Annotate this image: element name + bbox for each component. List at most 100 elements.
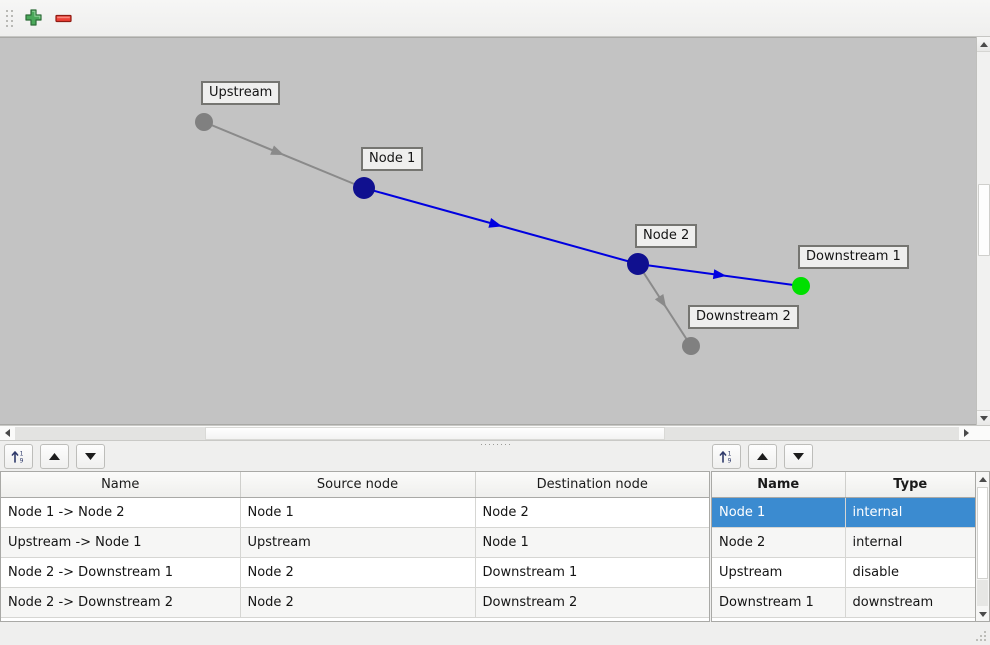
node-table-scroll-track[interactable]	[977, 580, 988, 606]
node-cell-type[interactable]: internal	[845, 497, 975, 528]
edge-move-down-button[interactable]	[76, 443, 105, 469]
vertical-scroll-thumb[interactable]	[978, 184, 990, 256]
move-down-icon	[85, 452, 96, 460]
node-cell-name[interactable]: Node 1	[712, 497, 846, 528]
sort-ascending-icon: 1 9	[719, 450, 732, 464]
graph-node-downstream1[interactable]	[792, 277, 810, 295]
edge-cell-source[interactable]: Node 2	[240, 557, 476, 588]
graph-node-label-node2[interactable]: Node 2	[635, 224, 698, 248]
edge-table-column-header-2[interactable]: Destination node	[475, 472, 709, 498]
chevron-right-icon	[964, 429, 969, 437]
scroll-right-button[interactable]	[959, 426, 974, 440]
node-table-scrollbar[interactable]	[976, 471, 990, 622]
node-cell-type[interactable]: disable	[845, 557, 975, 588]
panel-splitter[interactable]	[0, 441, 990, 447]
node-table-scroll-up-button[interactable]	[976, 472, 989, 486]
node-table-column-header-0[interactable]: Name	[712, 472, 846, 498]
canvas-vertical-scrollbar[interactable]	[976, 37, 990, 425]
main-toolbar	[0, 0, 990, 37]
graph-node-label-downstream1[interactable]: Downstream 1	[798, 245, 909, 269]
move-up-icon	[757, 452, 768, 460]
scroll-down-button[interactable]	[977, 410, 990, 425]
minus-icon	[54, 14, 72, 22]
edge-cell-destination[interactable]: Downstream 1	[475, 557, 709, 588]
graph-node-label-downstream2[interactable]: Downstream 2	[688, 305, 799, 329]
graph-node-downstream2[interactable]	[682, 337, 700, 355]
node-cell-type[interactable]: internal	[845, 527, 975, 558]
node-move-up-button[interactable]	[748, 443, 777, 469]
scroll-left-button[interactable]	[0, 426, 15, 440]
chevron-left-icon	[5, 429, 10, 437]
svg-text:9: 9	[728, 457, 732, 464]
move-down-icon	[793, 452, 804, 460]
edge-cell-name[interactable]: Node 2 -> Downstream 1	[1, 557, 241, 588]
remove-node-button[interactable]	[48, 3, 78, 33]
edge-sort-button[interactable]: 1 9	[4, 443, 33, 469]
graph-node-label-node1[interactable]: Node 1	[361, 147, 424, 171]
h-scroll-trough-right[interactable]	[665, 427, 959, 440]
svg-text:1: 1	[20, 450, 24, 457]
chevron-down-icon	[978, 611, 987, 617]
plus-icon	[24, 8, 42, 26]
graph-edge-arrow-node1-node2	[488, 218, 503, 228]
node-sort-button[interactable]: 1 9	[712, 443, 741, 469]
edge-cell-destination[interactable]: Node 1	[475, 527, 709, 558]
horizontal-scroll-thumb[interactable]	[205, 427, 665, 440]
graph-svg	[195, 113, 810, 355]
edge-cell-destination[interactable]: Node 2	[475, 497, 709, 528]
node-cell-type[interactable]: downstream	[845, 587, 975, 618]
node-table-controls: 1 9	[712, 443, 813, 469]
graph-edge-arrow-node2-downstream2	[654, 293, 667, 308]
edge-cell-source[interactable]: Node 1	[240, 497, 476, 528]
toolbar-drag-grip[interactable]	[4, 8, 14, 28]
graph-node-label-upstream[interactable]: Upstream	[201, 81, 281, 105]
add-node-button[interactable]	[18, 3, 48, 33]
edge-cell-destination[interactable]: Downstream 2	[475, 587, 709, 618]
node-move-down-button[interactable]	[784, 443, 813, 469]
node-table-scroll-thumb[interactable]	[977, 487, 988, 579]
edge-cell-name[interactable]: Node 2 -> Downstream 2	[1, 587, 241, 618]
scroll-up-button[interactable]	[977, 37, 990, 52]
node-cell-name[interactable]: Upstream	[712, 557, 846, 588]
edge-cell-source[interactable]: Upstream	[240, 527, 476, 558]
edge-cell-source[interactable]: Node 2	[240, 587, 476, 618]
graph-node-node1[interactable]	[353, 177, 375, 199]
graph-node-node2[interactable]	[627, 253, 649, 275]
edge-table-column-header-1[interactable]: Source node	[240, 472, 476, 498]
edge-cell-name[interactable]: Upstream -> Node 1	[1, 527, 241, 558]
svg-text:1: 1	[728, 450, 732, 457]
graph-node-upstream[interactable]	[195, 113, 213, 131]
chevron-down-icon	[980, 415, 988, 421]
canvas-horizontal-scrollbar[interactable]	[0, 425, 990, 441]
node-cell-name[interactable]: Downstream 1	[712, 587, 846, 618]
node-table-column-header-1[interactable]: Type	[845, 472, 975, 498]
edge-move-up-button[interactable]	[40, 443, 69, 469]
node-table-scroll-down-button[interactable]	[976, 607, 989, 621]
window-resize-grip[interactable]	[974, 629, 986, 641]
svg-text:9: 9	[20, 457, 24, 464]
node-cell-name[interactable]: Node 2	[712, 527, 846, 558]
edge-table-column-header-0[interactable]: Name	[1, 472, 241, 498]
edge-table-controls: 1 9	[4, 443, 105, 469]
graph-edge-arrow-node2-downstream1	[712, 269, 727, 280]
h-scroll-trough-left[interactable]	[15, 427, 205, 440]
sort-ascending-icon: 1 9	[11, 450, 24, 464]
chevron-up-icon	[980, 41, 988, 47]
edge-cell-name[interactable]: Node 1 -> Node 2	[1, 497, 241, 528]
